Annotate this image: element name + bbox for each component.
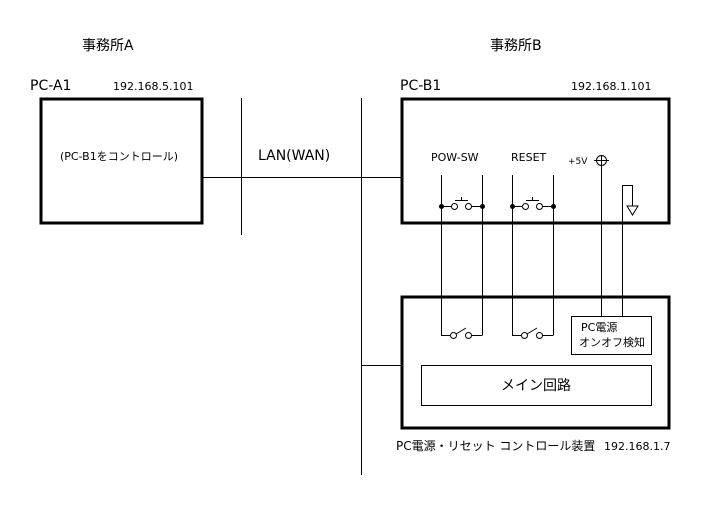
pc-b1-ip: 192.168.1.101 bbox=[571, 80, 651, 93]
lan-wan-label: LAN(WAN) bbox=[258, 148, 330, 164]
junction-dots bbox=[439, 204, 556, 209]
power-detect-line2: オンオフ検知 bbox=[579, 335, 645, 349]
reset-label: RESET bbox=[511, 151, 547, 164]
v5-label: +5V bbox=[568, 157, 588, 167]
power-detect-line1: PC電源 bbox=[581, 320, 617, 334]
controller-caption: PC電源・リセット コントロール装置 bbox=[396, 439, 595, 453]
pc-a1-description: (PC-B1をコントロール) bbox=[60, 150, 178, 163]
controller-box bbox=[400, 295, 671, 430]
main-circuit-box bbox=[421, 365, 652, 406]
pc-b1-box bbox=[400, 97, 671, 225]
office-b-label: 事務所B bbox=[490, 38, 542, 54]
main-circuit-label: メイン回路 bbox=[501, 378, 571, 394]
pc-a1-name: PC-A1 bbox=[30, 78, 71, 94]
controller-ip: 192.168.1.7 bbox=[604, 440, 670, 453]
network-lines bbox=[202, 98, 401, 475]
office-a-label: 事務所A bbox=[82, 38, 134, 54]
pc-a1-box bbox=[39, 97, 204, 225]
wiring bbox=[441, 155, 639, 339]
pow-sw-label: POW-SW bbox=[431, 151, 479, 164]
pc-a1-ip: 192.168.5.101 bbox=[113, 80, 193, 93]
power-detect-box bbox=[571, 316, 652, 355]
pc-b1-name: PC-B1 bbox=[400, 78, 441, 94]
